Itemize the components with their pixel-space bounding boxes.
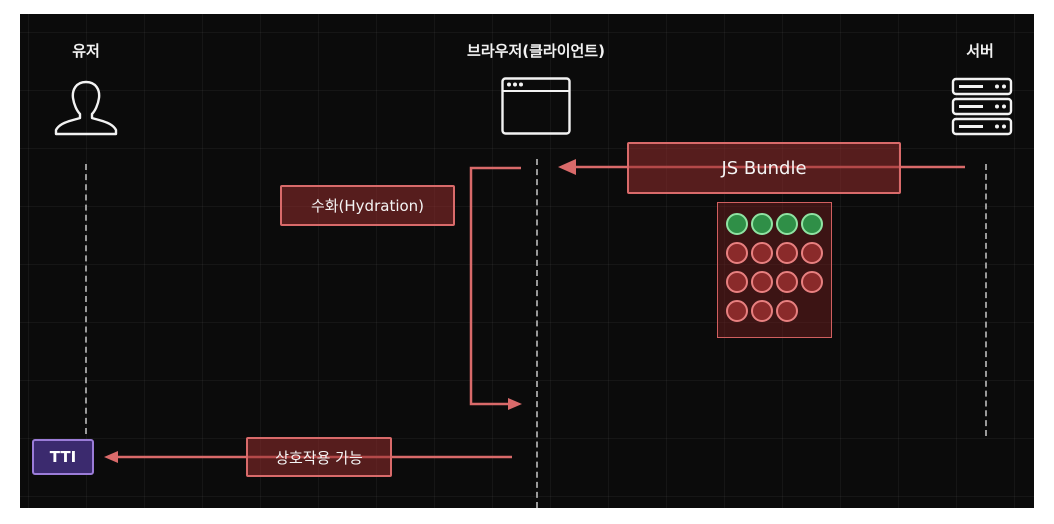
chunk-loaded (801, 213, 823, 235)
interactive-arrowhead (104, 451, 118, 463)
chunk-pending (801, 271, 823, 293)
lifeline-browser (536, 159, 538, 508)
browser-window-icon (501, 77, 571, 135)
actor-label-server: 서버 (966, 42, 994, 60)
chunk-pending (776, 271, 798, 293)
bundle-arrowhead (558, 159, 576, 175)
lifeline-user (85, 164, 87, 434)
hydration-box: 수화(Hydration) (280, 185, 455, 226)
chunk-pending (726, 271, 748, 293)
actor-label-user: 유저 (72, 42, 100, 60)
interactive-box: 상호작용 가능 (246, 437, 392, 477)
user-icon (54, 80, 118, 136)
actor-label-browser: 브라우저(클라이언트) (467, 42, 605, 60)
chunk-pending (776, 242, 798, 264)
hydration-arrowhead (508, 398, 522, 410)
chunk-pending (751, 242, 773, 264)
chunk-loaded (726, 213, 748, 235)
chunk-pending (751, 271, 773, 293)
tti-box: TTI (32, 439, 94, 475)
chunk-pending (726, 242, 748, 264)
lifeline-server (985, 164, 987, 436)
chunk-pending (726, 300, 748, 322)
chunk-pending (776, 300, 798, 322)
js-bundle-box: JS Bundle (627, 142, 901, 194)
bundle-chunks-panel (717, 202, 832, 338)
hydration-bracket (469, 166, 521, 406)
chunk-loaded (776, 213, 798, 235)
chunk-pending (751, 300, 773, 322)
arrows-layer (104, 159, 965, 463)
server-rack-icon (951, 77, 1013, 136)
chunk-pending (801, 242, 823, 264)
sequence-diagram: 유저 브라우저(클라이언트) 서버 (20, 14, 1034, 508)
chunk-loaded (751, 213, 773, 235)
